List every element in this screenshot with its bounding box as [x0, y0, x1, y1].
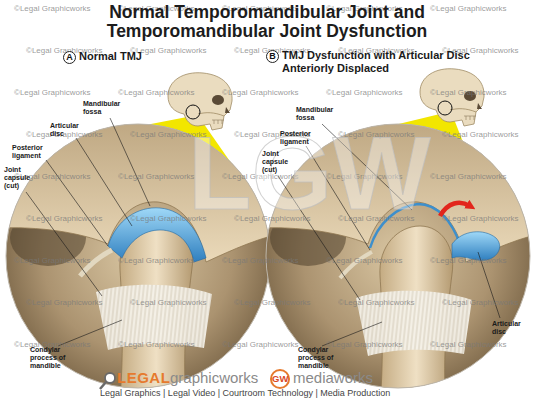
- part-label: Articular disc: [492, 320, 530, 336]
- services-line: Legal Graphics | Legal Video | Courtroom…: [100, 388, 390, 398]
- tmj-marker: [438, 101, 452, 115]
- panel-letter: A: [63, 51, 76, 64]
- copyright-watermark: ©Legal Graphicworks: [14, 4, 91, 13]
- part-label: Posterior ligament: [12, 144, 56, 160]
- nasal-cavity: [225, 107, 230, 113]
- zygomatic-arch: [450, 109, 476, 112]
- copyright-watermark: ©Legal Graphicworks: [118, 172, 195, 181]
- brand-word: LEGAL: [117, 369, 170, 386]
- node-label: B: [269, 52, 276, 61]
- copyright-watermark: ©Legal Graphicworks: [118, 340, 195, 349]
- copyright-watermark: ©Legal Graphicworks: [338, 298, 415, 307]
- copyright-watermark: ©Legal Graphicworks: [26, 214, 103, 223]
- copyright-watermark: ©Legal Graphicworks: [442, 298, 519, 307]
- copyright-watermark: ©Legal Graphicworks: [222, 256, 299, 265]
- copyright-watermark: ©Legal Graphicworks: [234, 298, 311, 307]
- part-label: Joint capsule (cut): [4, 166, 36, 190]
- copyright-watermark: ©Legal Graphicworks: [118, 256, 195, 265]
- leader-line: [26, 192, 102, 296]
- magnifier-handle: [100, 382, 106, 389]
- node-label: A: [66, 53, 73, 62]
- copyright-watermark: ©Legal Graphicworks: [442, 130, 519, 139]
- copyright-watermark: ©Legal Graphicworks: [222, 340, 299, 349]
- part-label: Mandibular fossa: [296, 106, 340, 122]
- posterior-ligament: [340, 252, 372, 278]
- part-label: Condylar process of mandible: [30, 346, 78, 370]
- copyright-watermark: ©Legal Graphicworks: [430, 256, 507, 265]
- teeth: [464, 116, 476, 120]
- copyright-watermark: ©Legal Graphicworks: [442, 214, 519, 223]
- copyright-watermark: ©Legal Graphicworks: [222, 88, 299, 97]
- copyright-watermark: ©Legal Graphicworks: [430, 4, 507, 13]
- copyright-watermark: ©Legal Graphicworks: [430, 88, 507, 97]
- leader-lines: [26, 118, 500, 346]
- copyright-watermark: ©Legal Graphicworks: [14, 256, 91, 265]
- copyright-watermark: ©Legal Graphicworks: [326, 256, 403, 265]
- joint-capsule: [96, 285, 212, 350]
- nasal-cavity: [477, 103, 482, 109]
- part-label: Posterior ligament: [280, 130, 322, 146]
- copyright-watermark: ©Legal Graphicworks: [430, 172, 507, 181]
- part-label: Mandibular fossa: [83, 100, 127, 116]
- panel-title: Normal TMJ: [79, 50, 142, 63]
- panel-title: TMJ Dysfunction with Articular Disc Ante…: [282, 49, 487, 75]
- copyright-watermark: ©Legal Graphicworks: [26, 298, 103, 307]
- copyright-watermark: ©Legal Graphicworks: [326, 88, 403, 97]
- logo-badge: GW: [270, 369, 290, 389]
- magnifier-icon: [100, 373, 115, 389]
- part-label: Articular disc: [50, 122, 90, 138]
- tmj-marker: [186, 105, 200, 119]
- zygomatic-arch: [198, 113, 224, 116]
- panel-letter: B: [266, 50, 279, 63]
- magnifier-lens: [105, 373, 115, 383]
- copyright-watermark: ©Legal Graphicworks: [130, 298, 207, 307]
- brand-word: mediaworks: [293, 369, 373, 386]
- copyright-watermark: ©Legal Graphicworks: [26, 130, 103, 139]
- diagram-title: Normal Temporomandibular Joint and Tempo…: [86, 3, 448, 41]
- copyright-watermark: ©Legal Graphicworks: [118, 88, 195, 97]
- part-label: Joint capsule (cut): [262, 150, 294, 174]
- copyright-watermark: ©Legal Graphicworks: [430, 340, 507, 349]
- copyright-watermark: ©Legal Graphicworks: [326, 340, 403, 349]
- node-label: GW: [272, 374, 288, 384]
- copyright-watermark: ©Legal Graphicworks: [14, 88, 91, 97]
- part-label: Condylar process of mandible: [298, 346, 346, 370]
- brand-word: graphicworks: [170, 369, 258, 386]
